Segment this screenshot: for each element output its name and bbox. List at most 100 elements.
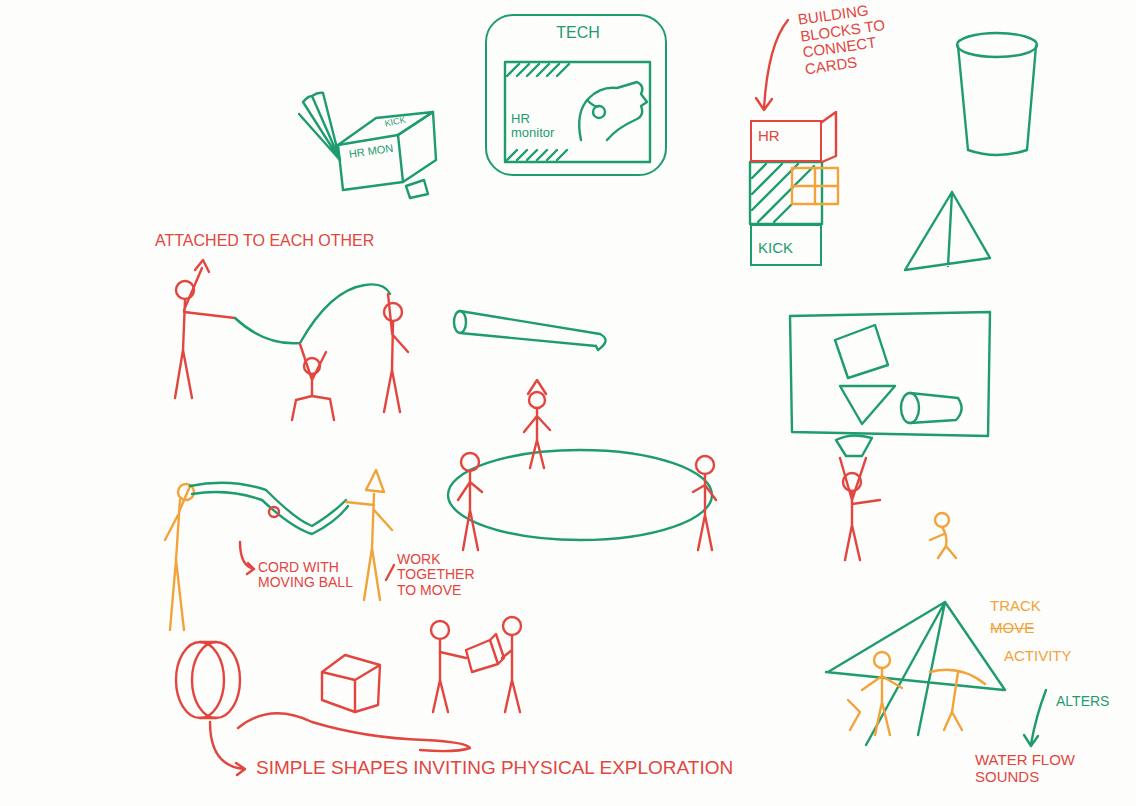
node-text: TECH [487,24,669,42]
stick-figure [366,470,384,492]
card-cube-outline [338,112,433,145]
stick-figure [384,303,402,321]
tube-shape [454,311,606,350]
wavy-cord [190,483,348,534]
card-cube-outline [338,135,403,190]
tech-card-outline [505,62,650,162]
shared-box [466,634,504,672]
stick-figure [840,458,880,560]
hatched-block [752,164,814,222]
stick-figure [696,456,714,474]
tracked-figures [862,668,902,735]
stick-figure [175,268,235,398]
annotation: ACTIVITY [1004,648,1072,665]
stick-figure [175,260,235,398]
annotation: WORK TOGETHER TO MOVE [397,552,489,598]
annotation: ATTACHED TO EACH OTHER [155,232,374,250]
slash-mark [386,565,394,580]
annotation: WATER FLOW SOUNDS [975,752,1093,785]
stick-figure [524,380,550,468]
card-cube: HR MON KICK [298,90,443,202]
stick-figure [431,621,466,712]
annotation: ALTERS [1056,694,1109,709]
hr-block: HR [750,120,822,162]
ring-shape [448,450,712,540]
projector-lines [826,602,1005,745]
stick-figure [431,621,449,639]
connecting-cord [235,284,390,343]
card-cube-outline [299,93,340,160]
crouching-figure [292,344,334,420]
projection-frame [790,312,990,436]
projector-lines [826,602,1005,745]
tech-card-outline [587,100,599,106]
block-depth-lines [822,112,836,162]
annotation: TRACK [990,598,1041,615]
stick-figure [165,484,194,630]
stick-figure [384,294,408,412]
hook-arrow [240,542,254,574]
cylinder-shape [200,642,216,718]
crouching-figure [930,513,956,558]
projection-frame [836,435,872,456]
crouching-figure [292,344,334,420]
tech-card-outline [593,106,605,118]
stick-figure [502,636,520,712]
node-text: HR MON [348,142,394,160]
tube-shape [454,311,466,333]
alters-arrow [1024,690,1046,746]
hatched-block [750,162,822,224]
leader-arrow [764,20,788,108]
node-text: KICK [384,116,407,130]
stick-figure [693,475,716,550]
tracked-figures [848,652,985,735]
stick-figure [433,640,466,712]
cube-shape [322,655,380,712]
moving-ball [269,507,279,517]
node-text: HR [758,128,780,145]
crouching-figure [930,527,956,558]
projection-frame [910,393,962,423]
tech-card: TECHHR monitor [485,14,667,176]
orange-card [792,168,838,204]
stick-figure [384,294,408,412]
moving-ball [269,507,279,517]
annotation: MOVE [990,620,1034,637]
crouching-figure [935,513,949,527]
pyramid-shape [905,192,990,270]
leader-arrow [756,98,772,110]
stick-figure [458,453,482,550]
projection-frame [790,312,990,456]
stick-figure [502,617,521,712]
tube-shape [460,311,606,350]
stick-figure [529,392,545,408]
stick-figure [693,456,716,550]
hook-arrow [210,722,245,775]
stick-figure [840,458,880,560]
shared-box [466,634,504,672]
card-cube-outline [406,180,428,198]
cylinder-shape [192,642,240,718]
hook-arrow [240,542,254,574]
hatched-block [750,162,822,224]
projection-frame [840,386,895,424]
ring-shape [448,450,712,540]
caption-note: SIMPLE SHAPES INVITING PHYSICAL EXPLORAT… [256,758,733,779]
cube-shape [322,655,380,712]
tracked-figures [848,670,985,730]
stick-figure [195,260,209,272]
stick-figure [503,617,521,635]
projection-frame [901,393,919,423]
stick-figure [165,486,190,630]
pyramid-shape [905,192,990,270]
slash-mark [386,565,394,580]
wavy-cord [192,492,348,534]
alters-arrow [1024,690,1046,746]
leader-arrow [756,20,788,110]
tracked-figures [874,652,890,668]
block-depth-lines [822,112,836,162]
stick-figure [461,453,479,471]
